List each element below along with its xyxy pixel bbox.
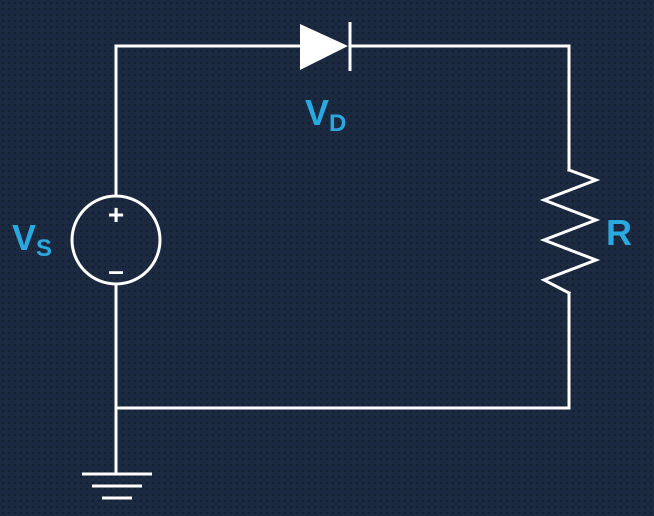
source-plus-sign: + bbox=[108, 199, 124, 230]
resistor-label: R bbox=[606, 212, 632, 253]
top-left-wire bbox=[114, 44, 302, 197]
diode-label: VD bbox=[305, 92, 346, 137]
source-minus-sign: – bbox=[108, 255, 124, 286]
diode-triangle bbox=[300, 24, 348, 70]
diode-symbol bbox=[300, 22, 352, 71]
ground-icon bbox=[82, 472, 152, 500]
source-label: VS bbox=[12, 217, 52, 262]
source-circle bbox=[70, 194, 162, 286]
top-right-wire bbox=[350, 44, 571, 172]
voltage-source-symbol: + – bbox=[70, 194, 162, 286]
wires bbox=[114, 44, 571, 474]
resistor-zigzag bbox=[539, 168, 601, 296]
bottom-right-wire bbox=[114, 291, 571, 410]
